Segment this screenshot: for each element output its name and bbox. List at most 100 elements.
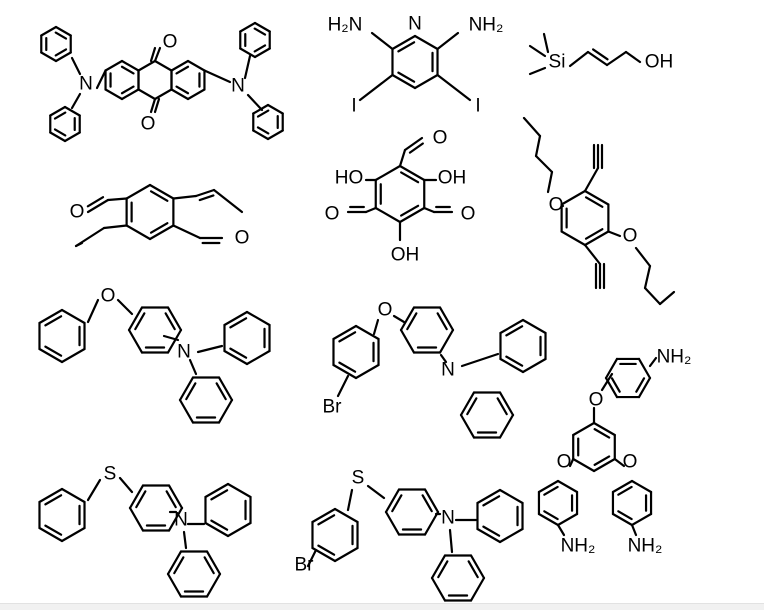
bond (392, 314, 406, 324)
bond (127, 328, 144, 354)
bond (391, 73, 417, 90)
bond (210, 489, 229, 501)
bond (498, 527, 524, 544)
structure-divinyl-terephthalaldehyde: OO (70, 183, 249, 249)
bond (611, 479, 634, 494)
bond (317, 544, 336, 556)
bond (196, 344, 224, 354)
bond (186, 59, 206, 72)
bond (583, 243, 602, 266)
bond (167, 506, 184, 532)
bond (120, 88, 140, 101)
bond (521, 357, 547, 374)
bond (215, 382, 227, 401)
bond (499, 318, 525, 335)
bond (505, 325, 524, 337)
bond (370, 31, 394, 51)
bond (482, 525, 501, 537)
bond (149, 97, 157, 114)
bond (643, 286, 662, 306)
bond (568, 457, 575, 468)
bond (44, 315, 63, 327)
bond (120, 59, 140, 72)
bond (534, 154, 554, 174)
bond (436, 73, 472, 102)
bond (63, 131, 81, 143)
atom-label: OH (645, 52, 674, 73)
bond (643, 264, 652, 290)
atom-label: Br (295, 555, 315, 576)
bond (149, 222, 169, 234)
bond (610, 377, 621, 393)
bond (63, 105, 81, 117)
bond (482, 495, 501, 507)
bond (537, 479, 560, 494)
bond (364, 206, 377, 214)
bond (613, 457, 626, 468)
bond (658, 290, 676, 306)
atom-label: H₂N (328, 15, 363, 36)
bond (593, 455, 611, 466)
bond (54, 48, 68, 57)
bond (430, 554, 447, 580)
bond (499, 357, 525, 374)
bond (634, 246, 652, 268)
bond (528, 44, 547, 58)
bond (266, 103, 284, 115)
bond (498, 413, 515, 439)
bond (229, 347, 248, 359)
bond (437, 560, 449, 579)
bond (175, 85, 190, 95)
bond (153, 59, 173, 72)
bond (239, 21, 257, 33)
bond (203, 69, 232, 84)
bond (40, 25, 58, 37)
bond (560, 230, 587, 247)
bond (256, 126, 270, 135)
bond (583, 230, 610, 247)
bond (223, 349, 249, 366)
bond (592, 421, 616, 437)
bond (624, 50, 642, 64)
bond (617, 510, 633, 521)
atom-label: N (174, 510, 188, 531)
structure-carbazolyl-dibenzothiophene: SN (38, 464, 252, 598)
atom-label: O (325, 204, 340, 225)
bond (217, 376, 234, 402)
bond (607, 230, 622, 238)
bond (173, 556, 185, 575)
bond (593, 428, 611, 439)
bond (397, 71, 416, 83)
structure-dibutoxy-diethynylbenzene: OO (522, 116, 676, 306)
structure-carbazolyl-dibenzofuran: ON (38, 286, 271, 424)
bond (149, 190, 169, 202)
bond (399, 306, 416, 332)
bond (611, 512, 634, 527)
atom-label: OH (438, 168, 467, 189)
bond (338, 331, 357, 343)
bond (600, 372, 614, 392)
bond (166, 328, 183, 354)
bond (586, 50, 609, 67)
bond (403, 136, 424, 152)
bond (496, 397, 508, 416)
bond (366, 484, 386, 500)
bond (44, 524, 63, 536)
bond (400, 204, 420, 217)
bond (226, 482, 252, 499)
bond (148, 183, 175, 200)
bond (584, 196, 604, 208)
bond (53, 111, 67, 120)
bond (127, 306, 144, 332)
bond (125, 224, 152, 241)
bond (398, 164, 426, 182)
bond (253, 27, 267, 36)
bond (332, 363, 358, 380)
bond (413, 73, 439, 90)
bond (438, 306, 455, 332)
atom-label: O (70, 202, 85, 223)
bond (49, 105, 67, 117)
